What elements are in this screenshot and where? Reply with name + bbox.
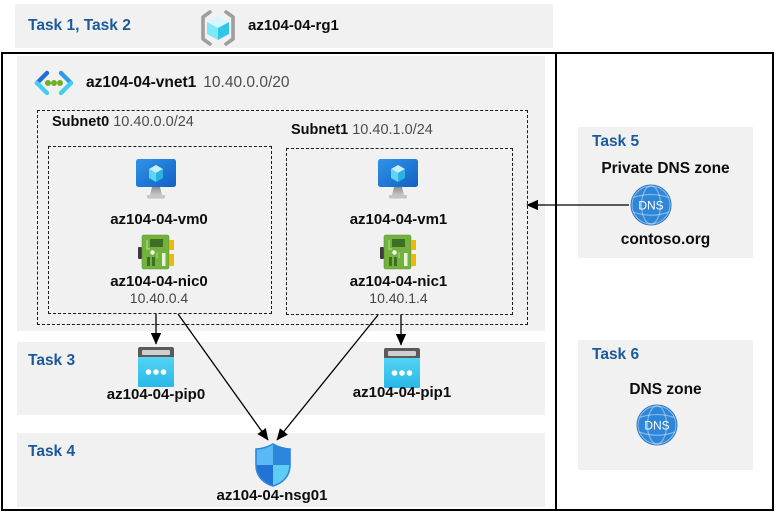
nic0-ip: 10.40.0.4 — [129, 290, 189, 306]
pip1-label: az104-04-pip1 — [352, 384, 452, 401]
task3-label: Task 3 — [28, 352, 76, 369]
pip1-icon — [384, 348, 420, 388]
vm1-icon — [378, 159, 418, 201]
resource-group-band: Task 1, Task 2 az104-04-rg1 — [15, 4, 553, 48]
dns-zone-title: DNS zone — [629, 381, 702, 398]
subnet1-dashed-box — [286, 148, 513, 315]
task12-label: Task 1, Task 2 — [28, 17, 131, 34]
subnet1-label: Subnet1 10.40.1.0/24 — [291, 122, 433, 138]
task5-label: Task 5 — [592, 133, 640, 150]
vnet-panel — [17, 56, 545, 331]
nic1-ip: 10.40.1.4 — [369, 290, 428, 306]
vm1-label: az104-04-vm1 — [349, 211, 448, 228]
private-dns-icon: DNS — [630, 184, 672, 226]
resource-group-name: az104-04-rg1 — [248, 17, 339, 34]
private-dns-icon-text: DNS — [638, 199, 663, 213]
pip0-icon — [138, 347, 174, 387]
subnet1-name: Subnet1 — [291, 122, 349, 138]
contoso-zone-label: contoso.org — [620, 231, 711, 248]
nic0-icon — [138, 234, 176, 270]
task6-label: Task 6 — [592, 346, 640, 363]
column-divider-line — [555, 52, 557, 511]
subnet0-label: Subnet0 10.40.0.0/24 — [52, 114, 194, 130]
subnet1-cidr: 10.40.1.0/24 — [352, 122, 433, 138]
nsg-label: az104-04-nsg01 — [216, 487, 328, 504]
pip0-label: az104-04-pip0 — [106, 386, 206, 403]
task6-panel — [578, 340, 753, 470]
task3-panel — [17, 342, 545, 415]
resource-group-icon — [198, 9, 238, 47]
dns-zone-icon-text: DNS — [644, 419, 669, 433]
vnet-icon — [33, 70, 75, 96]
vnet-cidr: 10.40.0.0/20 — [203, 74, 290, 91]
private-dns-zone-title: Private DNS zone — [601, 160, 730, 177]
subnet0-dashed-box — [48, 146, 272, 314]
subnet0-name: Subnet0 — [52, 114, 110, 130]
subnet0-cidr: 10.40.0.0/24 — [113, 114, 194, 130]
nsg-shield-icon — [254, 443, 292, 487]
diagram-outer-frame — [1, 52, 774, 511]
nic0-label: az104-04-nic0 — [110, 273, 208, 290]
vm0-label: az104-04-vm0 — [110, 211, 208, 228]
dns-zone-icon: DNS — [636, 404, 678, 446]
vm0-icon — [136, 159, 176, 201]
nic1-icon — [380, 234, 418, 270]
nic1-label: az104-04-nic1 — [349, 273, 448, 290]
vnet-name: az104-04-vnet1 — [86, 74, 197, 91]
vnet-header: az104-04-vnet1 10.40.0.0/20 — [33, 70, 290, 96]
task4-label: Task 4 — [28, 443, 76, 460]
